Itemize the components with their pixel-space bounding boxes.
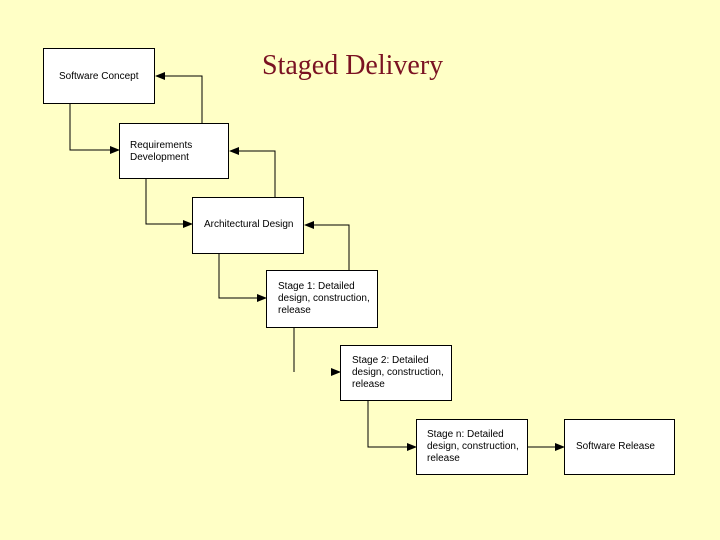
- arrow-concept-to-requirements: [69, 104, 120, 154]
- feedback-arrow-requirements-to-concept: [155, 72, 203, 123]
- box-stage-n: Stage n: Detailed design, construction, …: [416, 419, 528, 475]
- box-stage-2-label: Stage 2: Detailed design, construction, …: [352, 355, 444, 390]
- box-stage-n-label: Stage n: Detailed design, construction, …: [427, 429, 519, 464]
- arrow-architecture-to-stage1: [218, 254, 267, 302]
- box-architectural-design: Architectural Design: [192, 197, 304, 254]
- box-software-concept-label: Software Concept: [59, 71, 139, 82]
- slide-title: Staged Delivery: [262, 50, 444, 81]
- box-software-release: Software Release: [564, 419, 675, 475]
- box-stage-2: Stage 2: Detailed design, construction, …: [340, 345, 452, 401]
- box-software-release-label: Software Release: [576, 441, 655, 452]
- arrow-requirements-to-architecture: [145, 179, 193, 228]
- feedback-arrow-stage1-to-architecture: [304, 221, 350, 270]
- box-software-concept: Software Concept: [43, 48, 155, 104]
- feedback-arrow-architecture-to-requirements: [229, 147, 276, 197]
- box-stage-1-label: Stage 1: Detailed design, construction, …: [278, 281, 370, 316]
- arrow-stage2-to-stagen: [367, 401, 417, 451]
- box-requirements-development-label: Requirements Development: [130, 140, 193, 163]
- box-architectural-design-label: Architectural Design: [204, 219, 294, 230]
- box-stage-1: Stage 1: Detailed design, construction, …: [266, 270, 378, 328]
- box-requirements-development: Requirements Development: [119, 123, 229, 179]
